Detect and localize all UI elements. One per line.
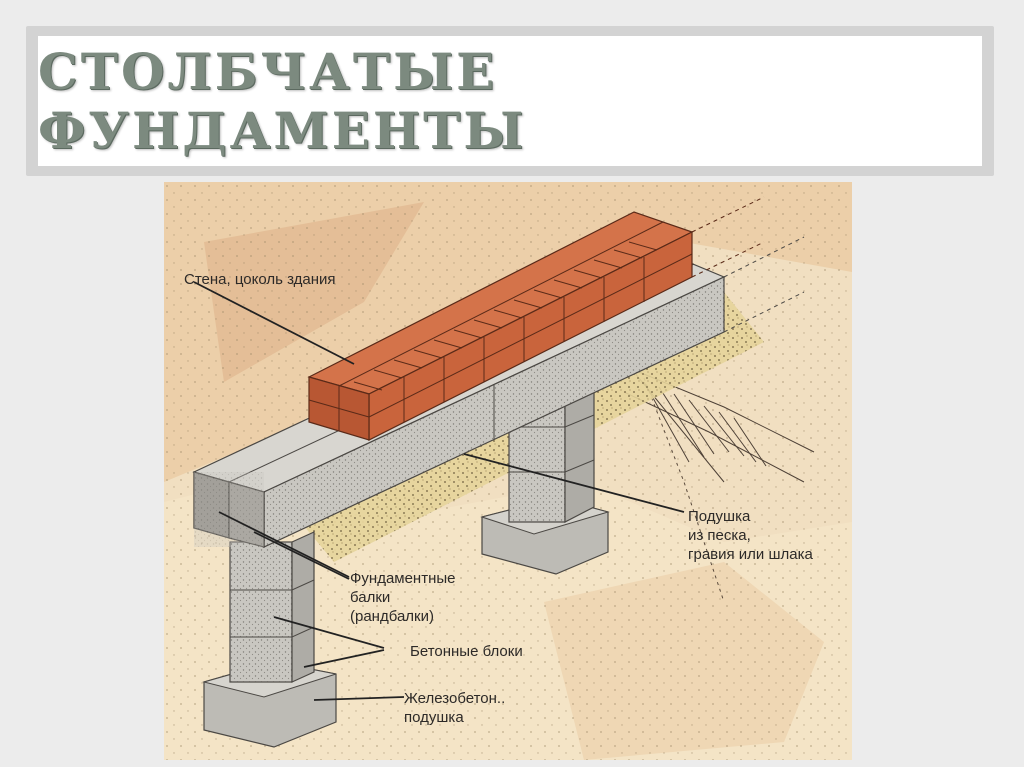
label-beams-line3: (рандбалки) <box>350 608 434 625</box>
foundation-diagram: Стена, цоколь здания Подушка из песка, г… <box>164 182 852 760</box>
diagram-illustration <box>164 182 852 760</box>
slide-title: СТОЛБЧАТЫЕ ФУНДАМЕНТЫ <box>38 42 527 160</box>
leader-lines <box>193 281 685 701</box>
brick-wall <box>307 196 805 441</box>
label-rc-cushion-line1: Железобетон.. <box>404 690 506 707</box>
label-cushion-line3: гравия или шлака <box>688 546 813 563</box>
title-frame: СТОЛБЧАТЫЕ ФУНДАМЕНТЫ <box>26 26 994 176</box>
label-wall: Стена, цоколь здания <box>184 271 336 288</box>
label-cushion-line1: Подушка <box>688 508 751 525</box>
title-box: СТОЛБЧАТЫЕ ФУНДАМЕНТЫ <box>38 36 982 166</box>
front-pillar <box>202 531 337 748</box>
label-beams-line2: балки <box>350 589 391 606</box>
label-beams-line1: Фундаментные <box>350 570 456 587</box>
label-cushion-line2: из песка, <box>688 527 751 544</box>
label-concrete-blocks: Бетонные блоки <box>410 643 523 660</box>
label-rc-cushion-line2: подушка <box>404 709 464 726</box>
